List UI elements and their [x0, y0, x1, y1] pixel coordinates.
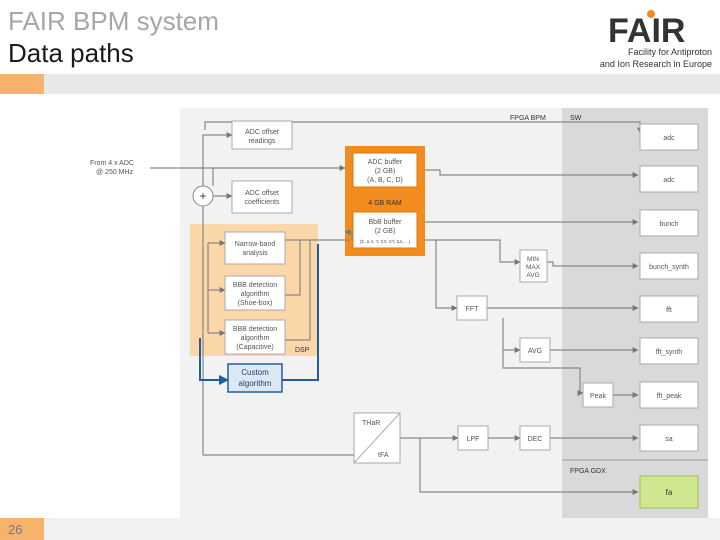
svg-text:sa: sa — [665, 436, 673, 443]
footer-bar — [44, 518, 720, 540]
bbb-detection-capacitive-box: BBB detection algorithm (Capacitive) — [224, 319, 286, 355]
svg-text:MAX: MAX — [526, 264, 541, 271]
svg-text:LPF: LPF — [467, 436, 480, 443]
sw-bunch-synth-box: bunch_synth — [639, 252, 699, 280]
svg-text:analysis: analysis — [242, 250, 268, 257]
fair-logo-icon: FAIR — [608, 10, 685, 50]
fpga-bpm-label: FPGA BPM — [510, 115, 546, 122]
dsp-label: DSP — [295, 347, 310, 354]
sw-adc-box: adc — [639, 123, 699, 151]
fair-logo-text: FAIR — [608, 12, 685, 50]
svg-text:(2 GB): (2 GB) — [375, 228, 396, 235]
svg-text:(Capacitive): (Capacitive) — [236, 344, 273, 351]
page-number: 26 — [8, 522, 23, 537]
svg-text:coefficients: coefficients — [245, 199, 280, 206]
svg-text:bunch: bunch — [659, 221, 678, 228]
sw-fft-synth-box: fft_synth — [639, 337, 699, 365]
fair-logo: FAIR Facility for Antiproton and Ion Res… — [600, 4, 720, 74]
svg-text:DEC: DEC — [528, 436, 543, 443]
svg-text:+: + — [199, 189, 206, 203]
svg-text:Peak: Peak — [590, 393, 606, 400]
sw-adc2-box: adc — [639, 165, 699, 193]
svg-text:algorithm: algorithm — [241, 291, 270, 298]
adc-input-label-2: @ 250 MHz — [96, 169, 134, 176]
sw-fft-peak-box: fft_peak — [639, 381, 699, 409]
svg-text:Custom: Custom — [241, 368, 269, 377]
svg-text:THaR: THaR — [362, 420, 380, 427]
thar-tfa-box: THaR tFA — [353, 412, 401, 464]
ram-label: 4 GB RAM — [368, 200, 402, 207]
svg-text:fft_synth: fft_synth — [656, 349, 682, 356]
svg-text:FFT: FFT — [466, 306, 480, 313]
sw-sa-box: sa — [639, 424, 699, 452]
svg-text:MIN: MIN — [527, 256, 539, 263]
svg-text:BBB detection: BBB detection — [233, 326, 277, 333]
svg-text:AVG: AVG — [528, 348, 542, 355]
adc-input-label-1: From 4 x ADC — [90, 160, 134, 167]
bbb-detection-shoebox-box: BBB detection algorithm (Shoe-box) — [224, 275, 286, 311]
footer-accent-bar — [0, 518, 44, 540]
slide-subtitle: Data paths — [8, 38, 134, 68]
narrow-band-analysis-box: Narrow-band analysis — [224, 231, 286, 265]
org-name-line1: Facility for Antiproton — [627, 47, 712, 57]
svg-text:ADC buffer: ADC buffer — [368, 159, 403, 166]
adc-offset-coefficients-box: ADC offset coefficients — [231, 180, 293, 214]
adc-buffer-box: ADC buffer (2 GB) (A, B, C, D) — [352, 152, 418, 188]
svg-text:adc: adc — [663, 177, 675, 184]
svg-text:ADC offset: ADC offset — [245, 190, 279, 197]
fft-box: FFT — [456, 295, 488, 321]
svg-text:(Shoe-box): (Shoe-box) — [238, 300, 273, 307]
svg-text:(2 GB): (2 GB) — [375, 168, 396, 175]
gdx-fa-box: fa — [639, 475, 699, 509]
logo-dot-icon — [647, 10, 655, 18]
svg-text:fft_peak: fft_peak — [657, 393, 682, 400]
svg-text:(A, B, C, D): (A, B, C, D) — [367, 177, 403, 184]
fpga-gdx-label: FPGA GDX — [570, 468, 606, 475]
svg-text:fa: fa — [666, 488, 673, 497]
svg-text:ADC offset: ADC offset — [245, 129, 279, 136]
sw-bunch-box: bunch — [639, 209, 699, 237]
svg-text:algorithm: algorithm — [241, 335, 270, 342]
peak-box: Peak — [582, 382, 614, 408]
sw-label: SW — [570, 115, 582, 122]
svg-text:tFA: tFA — [378, 452, 389, 459]
header-divider-bar — [44, 74, 720, 94]
svg-text:(Σ, Δ X, Y, ΣX, ΣY, ΣΔ, ...): (Σ, Δ X, Y, ΣX, ΣY, ΣΔ, ...) — [360, 239, 411, 244]
custom-algorithm-box: Custom algorithm — [227, 363, 283, 393]
svg-text:algorithm: algorithm — [239, 379, 272, 388]
avg-box: AVG — [519, 337, 551, 363]
svg-text:adc: adc — [663, 135, 675, 142]
org-name-line2: and Ion Research in Europe — [599, 59, 712, 69]
svg-text:Narrow-band: Narrow-band — [235, 241, 276, 248]
adder-node: + — [192, 185, 214, 207]
bbb-buffer-box: BbB buffer (2 GB) (Σ, Δ X, Y, ΣX, ΣY, ΣΔ… — [352, 211, 418, 249]
svg-text:fft: fft — [666, 307, 672, 314]
header-accent-bar — [0, 74, 44, 94]
svg-text:BbB buffer: BbB buffer — [369, 219, 403, 226]
dec-box: DEC — [519, 425, 551, 451]
svg-text:readings: readings — [249, 138, 276, 145]
min-max-avg-box: MIN MAX AVG — [519, 249, 548, 283]
lpf-box: LPF — [457, 425, 489, 451]
svg-text:AVG: AVG — [526, 272, 539, 279]
sw-fft-box: fft — [639, 295, 699, 323]
svg-text:BBB detection: BBB detection — [233, 282, 277, 289]
slide-title: FAIR BPM system — [8, 6, 219, 36]
svg-text:bunch_synth: bunch_synth — [649, 264, 689, 271]
adc-offset-readings-box: ADC offset readings — [231, 120, 293, 150]
